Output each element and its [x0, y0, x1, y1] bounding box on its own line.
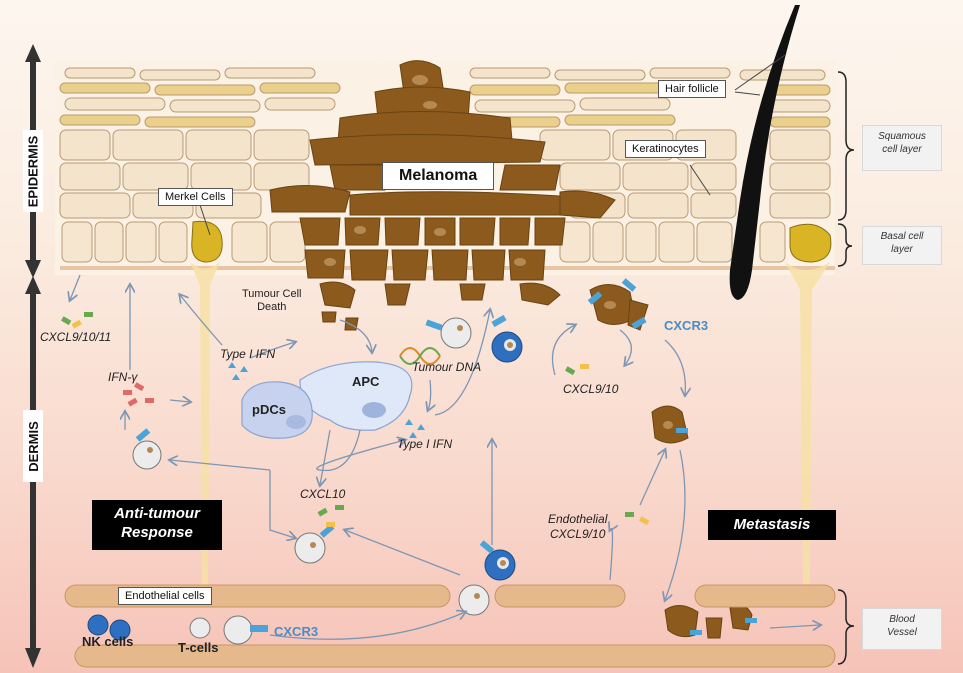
cxcr3-bottom-label: CXCR3 — [274, 624, 319, 639]
keratinocytes-label: Keratinocytes — [625, 140, 706, 158]
type1-ifn-top-label: Type I IFN — [220, 347, 276, 361]
merkel-cell — [191, 220, 832, 263]
endothelial-line-1: Endothelial — [548, 512, 608, 526]
endothelial-line-2: CXCL9/10 — [550, 527, 606, 541]
nk-cells-label: NK cells — [82, 634, 134, 649]
cxcr3-receptors — [587, 278, 757, 635]
melanoma-label: Melanoma — [382, 162, 495, 190]
ifn-gamma-label: IFN-γ — [108, 370, 138, 384]
apc-label: APC — [352, 374, 380, 389]
callout-lines — [199, 54, 786, 236]
blood-label-line-1: Blood — [889, 614, 915, 625]
apc-nucleus — [362, 402, 386, 418]
cxcl910-label: CXCL9/10 — [563, 382, 619, 396]
dermis-label: DERMIS — [23, 410, 43, 482]
anti-tumour-line-1: Anti-tumour — [114, 505, 200, 522]
epidermis-label: EPIDERMIS — [23, 130, 43, 212]
chemokine-fragments — [61, 312, 650, 527]
anti-tumour-response-label: Anti-tumour Response — [92, 500, 222, 550]
basal-label-line-1: Basal cell — [880, 231, 924, 242]
cxcl91011-label: CXCL9/10/11 — [40, 330, 112, 344]
hair-follicle-shape — [729, 5, 800, 300]
type1-ifn-bottom-label: Type I IFN — [397, 437, 453, 451]
layer-braces — [837, 71, 855, 665]
pdcs-label: pDCs — [252, 402, 286, 417]
tumour-dna-helix — [399, 347, 441, 365]
melanoma-mass — [269, 60, 753, 639]
cxcl10-label: CXCL10 — [300, 487, 346, 501]
squamous-layer-label: Squamous cell layer — [862, 125, 942, 171]
melanoma-nuclei — [324, 75, 673, 429]
cxcr3-top-label: CXCR3 — [664, 318, 709, 333]
blood-label-line-2: Vessel — [887, 627, 917, 638]
tumour-cell-death-line-1: Tumour Cell — [242, 288, 302, 300]
metastasis-label: Metastasis — [708, 510, 836, 540]
nerve-fibre — [190, 262, 830, 590]
pdc-nucleus — [286, 415, 306, 429]
t-cells-label: T-cells — [178, 640, 219, 655]
basal-label-line-2: layer — [891, 244, 913, 255]
squamous-label-line-2: cell layer — [882, 144, 922, 155]
basal-layer-label: Basal cell layer — [862, 226, 942, 265]
endothelial-cxcl910-label: Endothelial CXCL9/10 — [548, 512, 607, 542]
blood-vessel-label: Blood Vessel — [862, 608, 942, 650]
immune-cells — [87, 314, 523, 645]
tumour-cell-death-line-2: Death — [257, 301, 287, 313]
tumour-cell-death-label: Tumour Cell Death — [242, 288, 302, 314]
tumour-dna-label: Tumour DNA — [412, 360, 482, 374]
hair-follicle-label: Hair follicle — [658, 80, 726, 98]
squamous-label-line-1: Squamous — [878, 131, 926, 142]
endothelial-cells-label: Endothelial cells — [118, 587, 212, 605]
apc-cell — [299, 361, 413, 431]
pathway-arrows — [70, 274, 820, 640]
anti-tumour-line-2: Response — [121, 524, 193, 541]
basal-cell-layer — [61, 221, 786, 263]
merkel-cells-label: Merkel Cells — [158, 188, 233, 206]
